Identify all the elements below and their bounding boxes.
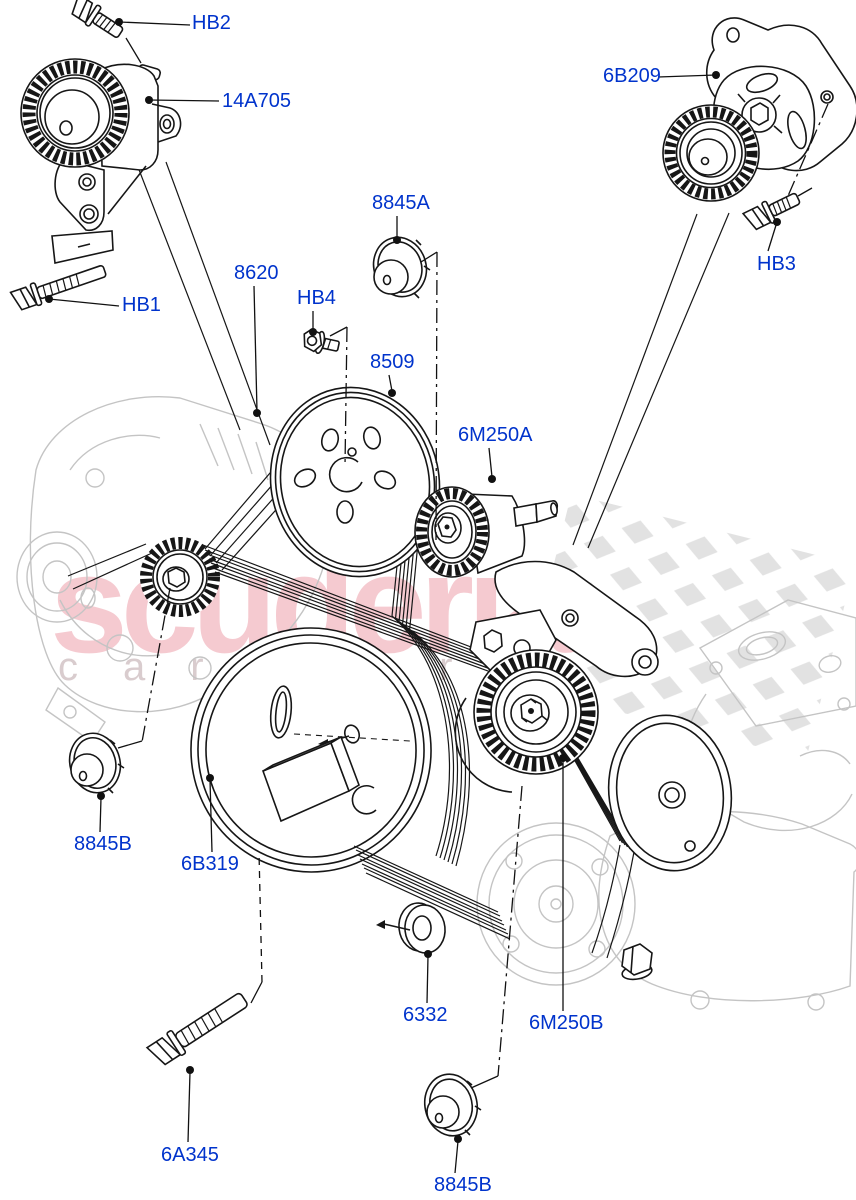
drawing-mount-bracket [454,560,659,793]
part-label-8509[interactable]: 8509 [370,351,415,373]
compressor-bolt-head [621,943,653,981]
checkered-flag-watermark [522,493,855,759]
part-label-8845b-bottom[interactable]: 8845B [434,1174,492,1196]
drawing-alternator-pulley [140,537,220,617]
drawing-cap-8845a [372,236,431,299]
part-label-6332[interactable]: 6332 [403,1004,448,1026]
drawing-idler-6m250a [414,486,559,578]
part-label-6b319[interactable]: 6B319 [181,853,239,875]
drawing-washer-6332 [376,902,446,954]
projection-lines [67,161,730,590]
drawing-pulley-6b319 [190,627,432,873]
part-label-14a705[interactable]: 14A705 [222,90,291,112]
part-label-hb3[interactable]: HB3 [757,253,796,275]
drawing-belt-8620 [202,451,511,680]
part-label-6m250b[interactable]: 6M250B [529,1012,604,1034]
part-label-6b209[interactable]: 6B209 [603,65,661,87]
drawing-bolt-6a345 [145,992,248,1066]
assembly-centerlines [117,37,829,1089]
leader-lines [45,18,781,1174]
part-label-hb1[interactable]: HB1 [122,294,161,316]
drawing-pulley-8509 [269,386,441,578]
drawing-cap-8845b-left [68,732,125,794]
drawing-tensioner-6b209 [662,17,856,202]
drawing-tensioner-14a705 [20,58,182,264]
part-label-hb2[interactable]: HB2 [192,12,231,34]
part-label-8845b-left[interactable]: 8845B [74,833,132,855]
drawing-bolt-hb2 [71,0,124,39]
drawing-cap-8845b-bottom [423,1073,482,1137]
part-label-8845a[interactable]: 8845A [372,192,430,214]
drawing-bolt-hb4 [303,328,340,355]
drawing-bolt-hb1 [9,264,107,311]
part-label-hb4[interactable]: HB4 [297,287,336,309]
drawing-clutch-disc [607,714,733,872]
part-label-8620[interactable]: 8620 [234,262,279,284]
drawing-tensioner-pulley-6m250b [473,649,599,775]
part-label-6a345[interactable]: 6A345 [161,1144,219,1166]
part-label-6m250a[interactable]: 6M250A [458,424,533,446]
drawing-bolt-hb3 [741,192,801,231]
